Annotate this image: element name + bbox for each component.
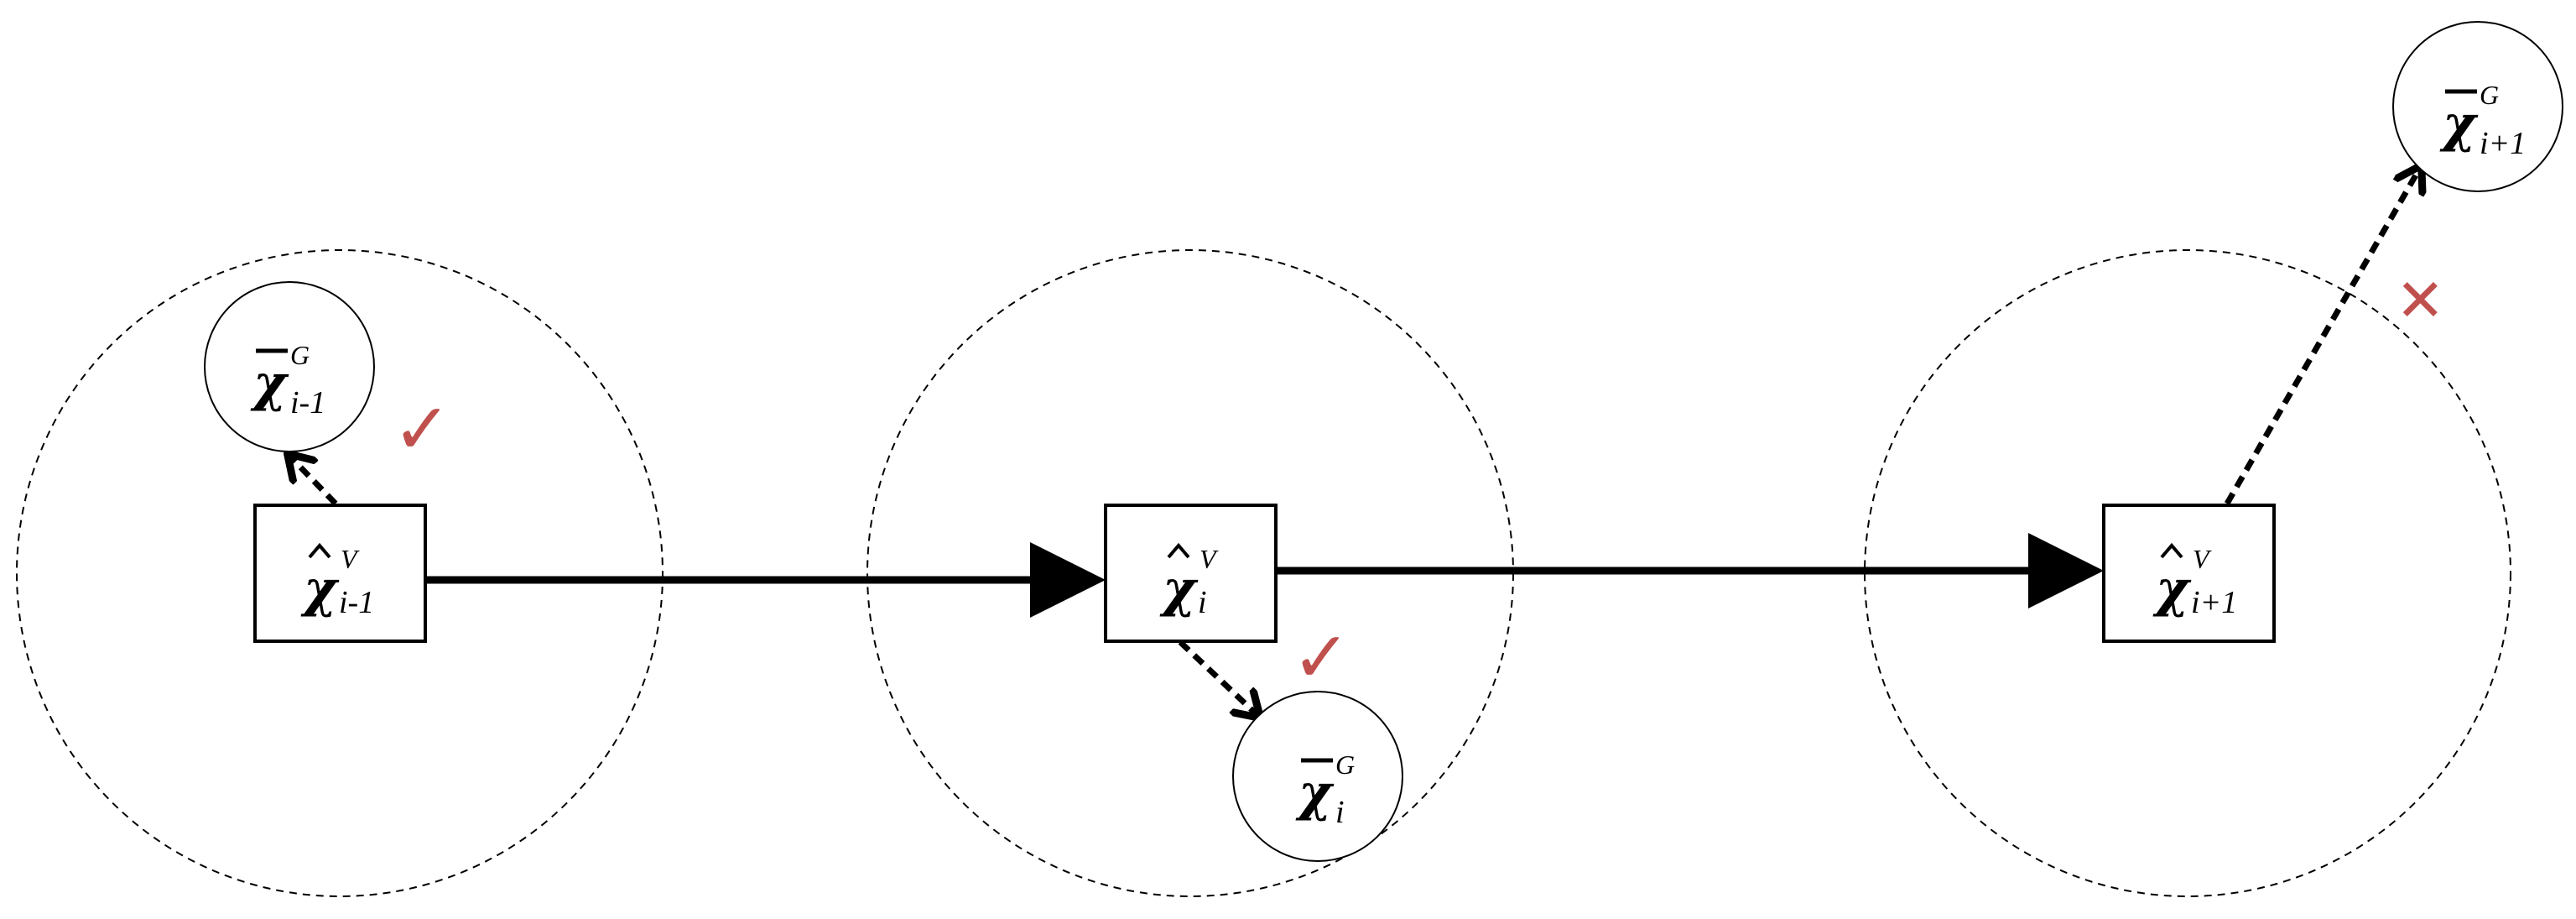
state-node-next: χ i+1 V [2102, 504, 2276, 643]
check-icon: ✓ [393, 388, 451, 470]
state-box [1104, 504, 1278, 643]
propagation-arrows [425, 533, 2104, 618]
measurement-nodes: χ i-1 G χ i G χ i+1 G [204, 21, 2563, 862]
state-subscript: i [1198, 585, 1207, 620]
state-nodes: χ i-1 V χ i V χ i+1 V [253, 504, 2276, 643]
state-symbol: χ [1159, 560, 1199, 619]
measurement-circle [2392, 21, 2563, 192]
measurement-subscript: i [1335, 795, 1345, 830]
state-symbol: χ [2152, 560, 2192, 619]
gating-region-next [1864, 249, 2511, 897]
gating-region-prev [16, 249, 664, 897]
measurement-subscript: i-1 [290, 385, 325, 420]
measurement-node-curr: χ i G [1232, 691, 1403, 862]
validation-marks: ✓ ✓ ✕ [393, 266, 2445, 698]
association-arrow-curr [1178, 640, 1258, 716]
state-symbol: χ [300, 560, 340, 619]
check-icon: ✓ [1292, 616, 1350, 698]
association-arrow-next [2224, 168, 2420, 505]
state-node-curr: χ i V [1104, 504, 1278, 643]
state-superscript: V [1200, 544, 1219, 574]
measurement-symbol: χ [2439, 95, 2479, 154]
state-box [253, 504, 427, 643]
state-superscript: V [2193, 544, 2212, 574]
cross-icon: ✕ [2396, 266, 2445, 335]
hat-accent [308, 542, 331, 559]
hat-accent [1167, 542, 1190, 559]
state-node-prev: χ i-1 V [253, 504, 427, 643]
state-box [2102, 504, 2276, 643]
association-arrows [289, 168, 2420, 716]
measurement-node-next: χ i+1 G [2392, 21, 2563, 192]
measurement-subscript: i+1 [2480, 126, 2526, 161]
association-arrow-prev [289, 456, 338, 506]
measurement-superscript: G [1335, 749, 1355, 780]
measurement-circle [1232, 691, 1403, 862]
measurement-superscript: G [2480, 80, 2499, 110]
measurement-superscript: G [290, 340, 310, 370]
state-subscript: i+1 [2191, 585, 2237, 620]
measurement-circle [204, 281, 375, 452]
measurement-node-prev: χ i-1 G [204, 281, 375, 452]
measurement-symbol: χ [1295, 764, 1335, 822]
hat-accent [2160, 542, 2183, 559]
measurement-symbol: χ [250, 354, 289, 413]
state-superscript: V [341, 544, 360, 574]
state-subscript: i-1 [339, 585, 374, 620]
